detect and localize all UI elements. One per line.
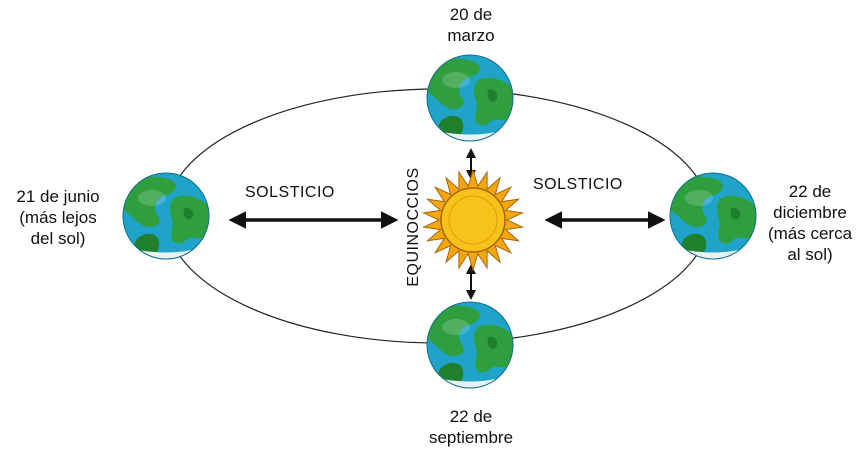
earth-globe-september <box>427 302 513 388</box>
label-june-line-1: 21 de junio <box>16 187 100 206</box>
label-march-line-2: marzo <box>447 26 495 45</box>
sun-icon <box>421 168 525 272</box>
earth-globe-june <box>123 173 209 259</box>
label-june: 21 de junio (más lejos del sol) <box>2 186 114 249</box>
label-march-line-1: 20 de <box>449 5 493 24</box>
label-december-line-2: diciembre <box>773 203 847 222</box>
label-december-line-1: 22 de <box>788 182 832 201</box>
label-september-line-2: septiembre <box>428 428 514 447</box>
earth-globe-december <box>670 173 756 259</box>
equinox-label: EQUINOCCIOS <box>405 167 422 287</box>
label-september: 22 de septiembre <box>425 406 517 448</box>
label-june-line-3: del sol) <box>30 229 86 248</box>
solstice-label-right: SOLSTICIO <box>533 176 623 193</box>
label-december-line-4: al sol) <box>787 245 833 264</box>
solstice-label-left: SOLSTICIO <box>245 184 335 201</box>
label-june-line-2: (más lejos <box>19 208 97 227</box>
label-march: 20 de marzo <box>435 4 507 46</box>
earth-globe-march <box>427 55 513 141</box>
label-september-line-1: 22 de <box>449 407 493 426</box>
label-december-line-3: (más cerca <box>767 224 853 243</box>
label-december: 22 de diciembre (más cerca al sol) <box>758 181 862 265</box>
